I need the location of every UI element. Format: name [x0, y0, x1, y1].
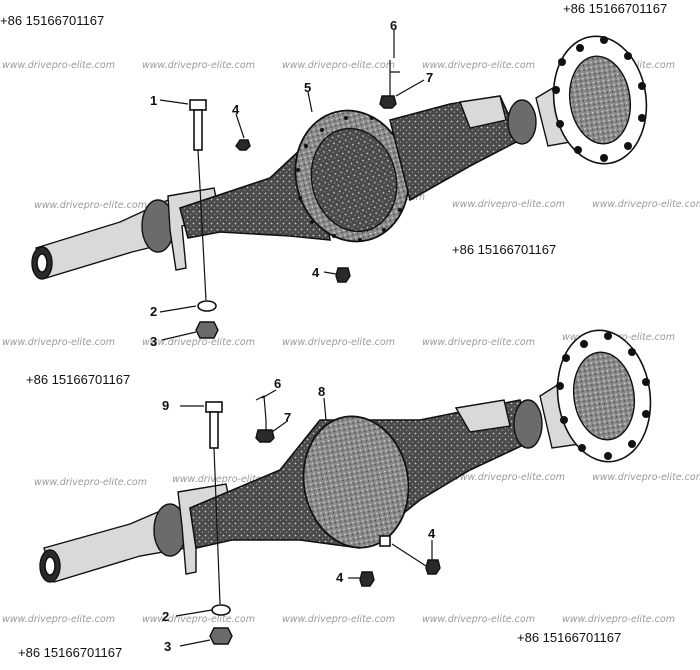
watermark-text: www.drivepro-elite.com — [452, 472, 565, 483]
u-bolt-head — [205, 401, 223, 413]
top-axle-assembly: 1 4 5 6 7 4 2 3 — [31, 18, 648, 349]
watermark-text: www.drivepro-elite.com — [34, 200, 147, 211]
watermark-text: www.drivepro-elite.com — [452, 199, 565, 210]
watermark-text: www.drivepro-elite.com — [422, 614, 535, 625]
callout-8: 8 — [318, 384, 325, 399]
callout-2: 2 — [150, 304, 157, 319]
phone-overlay-layer: +86 15166701167 +86 15166701167 +86 1516… — [0, 1, 667, 660]
watermark-text: www.drivepro-elite.com — [2, 614, 115, 625]
drain-plug — [379, 535, 391, 547]
washer — [211, 604, 231, 616]
phone-number: +86 15166701167 — [517, 630, 621, 645]
right-bearing-collar — [507, 99, 537, 145]
right-spring-seat — [454, 399, 511, 433]
callout-4: 4 — [428, 526, 436, 541]
watermark-text: www.drivepro-elite.com — [282, 614, 395, 625]
watermark-text: www.drivepro-elite.com — [2, 60, 115, 71]
watermark-text: www.drivepro-elite.com — [172, 474, 285, 485]
phone-number: +86 15166701167 — [563, 1, 667, 16]
watermark-text: www.drivepro-elite.com — [282, 60, 395, 71]
watermark-text: www.drivepro-elite.com — [142, 614, 255, 625]
u-bolt-shank — [209, 411, 219, 449]
differential-housing-opening — [310, 127, 398, 233]
washer — [197, 300, 217, 312]
phone-number: +86 15166701167 — [18, 645, 122, 660]
callout-4: 4 — [312, 265, 320, 280]
watermark-text: www.drivepro-elite.com — [282, 337, 395, 348]
nut — [195, 321, 219, 339]
breather-pipe — [389, 60, 400, 96]
watermark-text: www.drivepro-elite.com — [592, 199, 700, 210]
hub-stud-ring — [556, 332, 650, 460]
callout-4: 4 — [232, 102, 240, 117]
breather-nut — [255, 429, 275, 443]
housing-beam-left — [179, 129, 331, 241]
watermark-text: www.drivepro-elite.com — [2, 337, 115, 348]
callout-5: 5 — [304, 80, 311, 95]
breather-nut — [379, 95, 397, 109]
callout-9: 9 — [162, 398, 169, 413]
callout-3: 3 — [164, 639, 171, 654]
callout-2: 2 — [162, 609, 169, 624]
callout-6: 6 — [390, 18, 397, 33]
u-bolt-shank — [193, 109, 203, 151]
phone-number: +86 15166701167 — [26, 372, 130, 387]
hub-stud-ring — [552, 36, 646, 162]
phone-number: +86 15166701167 — [0, 13, 104, 28]
bolt-4 — [359, 571, 375, 587]
bolt-4 — [235, 139, 251, 151]
callout-1: 1 — [150, 93, 157, 108]
watermark-text: www.drivepro-elite.com — [592, 472, 700, 483]
watermark-text: www.drivepro-elite.com — [422, 60, 535, 71]
watermark-text: www.drivepro-elite.com — [422, 337, 535, 348]
bolt-4 — [425, 559, 441, 575]
nut — [209, 627, 233, 645]
watermark-text: www.drivepro-elite.com — [142, 60, 255, 71]
watermark-text: www.drivepro-elite.com — [142, 337, 255, 348]
breather-pipe — [255, 395, 267, 430]
callout-7: 7 — [284, 410, 291, 425]
u-bolt-head — [189, 99, 207, 111]
differential-housing-cover — [302, 415, 410, 549]
callout-6: 6 — [274, 376, 281, 391]
phone-number: +86 15166701167 — [452, 242, 556, 257]
watermark-text: www.drivepro-elite.com — [34, 477, 147, 488]
callout-7: 7 — [426, 70, 433, 85]
right-spring-seat — [459, 95, 507, 129]
right-bearing-collar — [513, 399, 543, 449]
callout-4: 4 — [336, 570, 344, 585]
watermark-text: www.drivepro-elite.com — [562, 614, 675, 625]
bolt-4 — [335, 267, 351, 283]
bottom-axle-assembly: 9 6 7 8 4 4 2 3 — [39, 329, 652, 654]
callout-3: 3 — [150, 334, 157, 349]
